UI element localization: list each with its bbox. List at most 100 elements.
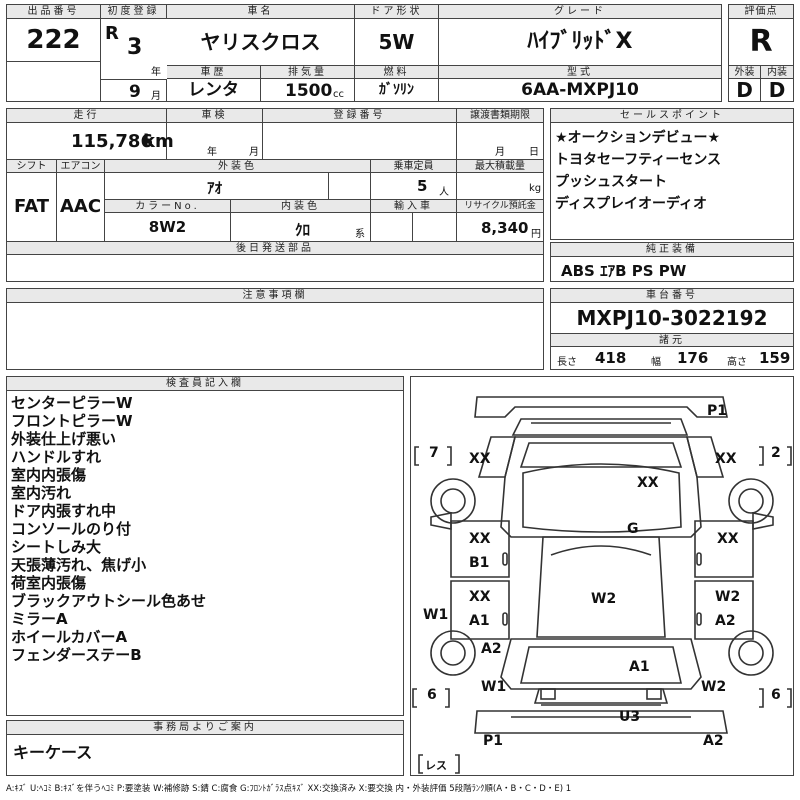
grade-label: グレード xyxy=(439,5,721,19)
first-reg-label: 初度登録 xyxy=(101,5,167,19)
chassis-number: MXPJ10-3022192 xyxy=(576,306,768,330)
diagram-label: B1 xyxy=(469,555,489,571)
score-label: 評価点 xyxy=(729,5,793,19)
history: レンタ xyxy=(167,79,261,101)
inspection-month-unit: 月 xyxy=(249,147,259,158)
diagram-label: XX xyxy=(469,589,491,605)
shift: FAT xyxy=(7,173,57,241)
equipment-block: 純正装備 ABS ｴｱB PS PW xyxy=(550,242,794,282)
diagram-label: W2 xyxy=(591,591,616,607)
recycle-unit: 円 xyxy=(531,229,541,240)
displacement-label: 排気量 xyxy=(261,65,355,79)
inspector-note: ドア内張すれ中 xyxy=(11,502,117,520)
diagram-label: XX xyxy=(469,531,491,547)
aircon-label: エアコン xyxy=(57,159,105,173)
int-color-unit: 系 xyxy=(355,229,365,240)
office-label: 事務局よりご案内 xyxy=(7,721,403,735)
reg-no-label: 登録番号 xyxy=(263,109,457,123)
chassis-label: 車台番号 xyxy=(551,289,793,303)
vehicle-info-block: 走行 車検 登録番号 譲渡書類期限 115,786 km 年 月 月 日 シフト… xyxy=(6,108,544,282)
diagram-label: XX xyxy=(469,451,491,467)
diagram-label: W1 xyxy=(423,607,448,623)
car-diagram-svg: P1 7 2 XX XX XX G XX B1 XX XX A1 W1 W2 W… xyxy=(412,396,792,774)
mileage-unit: km xyxy=(143,131,174,152)
mileage: 115,786 xyxy=(71,131,153,152)
sales-point-item: ディスプレイオーディオ xyxy=(555,196,708,212)
recycle: 8,340 xyxy=(481,219,529,237)
diagram-label: U3 xyxy=(619,709,640,725)
tire-label: 7 xyxy=(429,445,439,461)
inspection-label: 車検 xyxy=(167,109,263,123)
exterior-label: 外装 xyxy=(729,65,761,79)
interior-grade: D xyxy=(768,78,786,102)
inspection-year-unit: 年 xyxy=(207,147,217,158)
inspector-block: 検査員記入欄 センターピラーW フロントピラーW 外装仕上げ悪い ハンドルすれ … xyxy=(6,376,404,716)
car-name-label: 車名 xyxy=(167,5,355,19)
score-block: 評価点 R 外装 内装 D D xyxy=(728,4,794,102)
capacity-unit: 人 xyxy=(439,187,449,198)
diagram-label: XX xyxy=(717,531,739,547)
capacity: 5 xyxy=(417,177,428,195)
inspector-note: フロントピラーW xyxy=(11,412,133,430)
sales-points-block: セールスポイント ★オークションデビュー★ トヨタセーフティーセンス プッシュス… xyxy=(550,108,794,240)
diagram-label: G xyxy=(627,521,639,537)
year-unit: 年 xyxy=(151,67,161,78)
fuel: ｶﾞｿﾘﾝ xyxy=(355,79,439,101)
diagram-label: XX xyxy=(715,451,737,467)
inspector-note: 荷室内張傷 xyxy=(11,574,87,592)
model-code-label: 型式 xyxy=(439,65,721,79)
height-value: 159 xyxy=(759,349,791,367)
diagram-label: A2 xyxy=(715,613,736,629)
import-label: 輸入車 xyxy=(371,199,457,213)
dims-label: 諸元 xyxy=(551,333,793,347)
recycle-label: リサイクル預託金 xyxy=(457,199,543,213)
month-unit: 月 xyxy=(151,91,161,102)
caution-block: 注意事項欄 xyxy=(6,288,544,370)
car-diagram: P1 7 2 XX XX XX G XX B1 XX XX A1 W1 W2 W… xyxy=(410,376,794,776)
lot-label: 出品番号 xyxy=(7,5,101,19)
chassis-block: 車台番号 MXPJ10-3022192 諸元 長さ 418 幅 176 高さ 1… xyxy=(550,288,794,370)
model-code: 6AA-MXPJ10 xyxy=(521,80,639,100)
sales-point-item: トヨタセーフティーセンス xyxy=(555,152,722,168)
inspector-note: コンソールのり付 xyxy=(11,520,132,538)
aircon: AAC xyxy=(57,173,105,241)
door-type: 5W xyxy=(355,19,439,65)
diagram-label: W2 xyxy=(715,589,740,605)
diagram-label: XX xyxy=(637,475,659,491)
max-load-unit: kg xyxy=(529,183,542,194)
length-value: 418 xyxy=(595,349,627,367)
transfer-day-unit: 日 xyxy=(529,147,539,158)
diagram-label: P1 xyxy=(483,733,503,749)
fuel-label: 燃料 xyxy=(355,65,439,79)
int-color-label: 内装色 xyxy=(231,199,371,213)
inspector-note: ミラーA xyxy=(11,610,68,628)
inspector-label: 検査員記入欄 xyxy=(7,377,403,391)
transfer-month-unit: 月 xyxy=(495,147,505,158)
inspector-note: シートしみ大 xyxy=(11,538,102,556)
inspector-note: ホイールカバーA xyxy=(11,628,128,646)
diagram-label: A2 xyxy=(481,641,502,657)
interior-label: 内装 xyxy=(761,65,793,79)
tire-label: 6 xyxy=(771,687,781,703)
displacement: 1500 xyxy=(285,81,333,101)
color-no: 8W2 xyxy=(105,213,231,241)
door-label: ドア形状 xyxy=(355,5,439,19)
inspector-note: 外装仕上げ悪い xyxy=(11,430,117,448)
office-value: キーケース xyxy=(13,743,93,762)
grade: ﾊｲﾌﾞﾘｯﾄﾞX xyxy=(527,29,633,54)
inspector-notes: センターピラーW フロントピラーW 外装仕上げ悪い ハンドルすれ 室内内張傷 室… xyxy=(7,394,403,664)
inspector-note: 天張薄汚れ、焦げ小 xyxy=(11,556,147,574)
ext-color: ｱｵ xyxy=(207,179,223,197)
caution-label: 注意事項欄 xyxy=(7,289,543,303)
ext-color-label: 外装色 xyxy=(105,159,371,173)
inspector-note: ハンドルすれ xyxy=(11,448,102,466)
exterior-grade: D xyxy=(729,79,761,101)
inspector-note: フェンダーステーB xyxy=(11,646,142,664)
history-label: 車歴 xyxy=(167,65,261,79)
capacity-label: 乗車定員 xyxy=(371,159,457,173)
spare-tire-label: レス xyxy=(425,759,447,772)
displacement-unit: cc xyxy=(333,89,344,100)
int-color: ｸﾛ xyxy=(295,221,311,239)
lot-number: 222 xyxy=(7,19,101,61)
diagram-label: W2 xyxy=(701,679,726,695)
